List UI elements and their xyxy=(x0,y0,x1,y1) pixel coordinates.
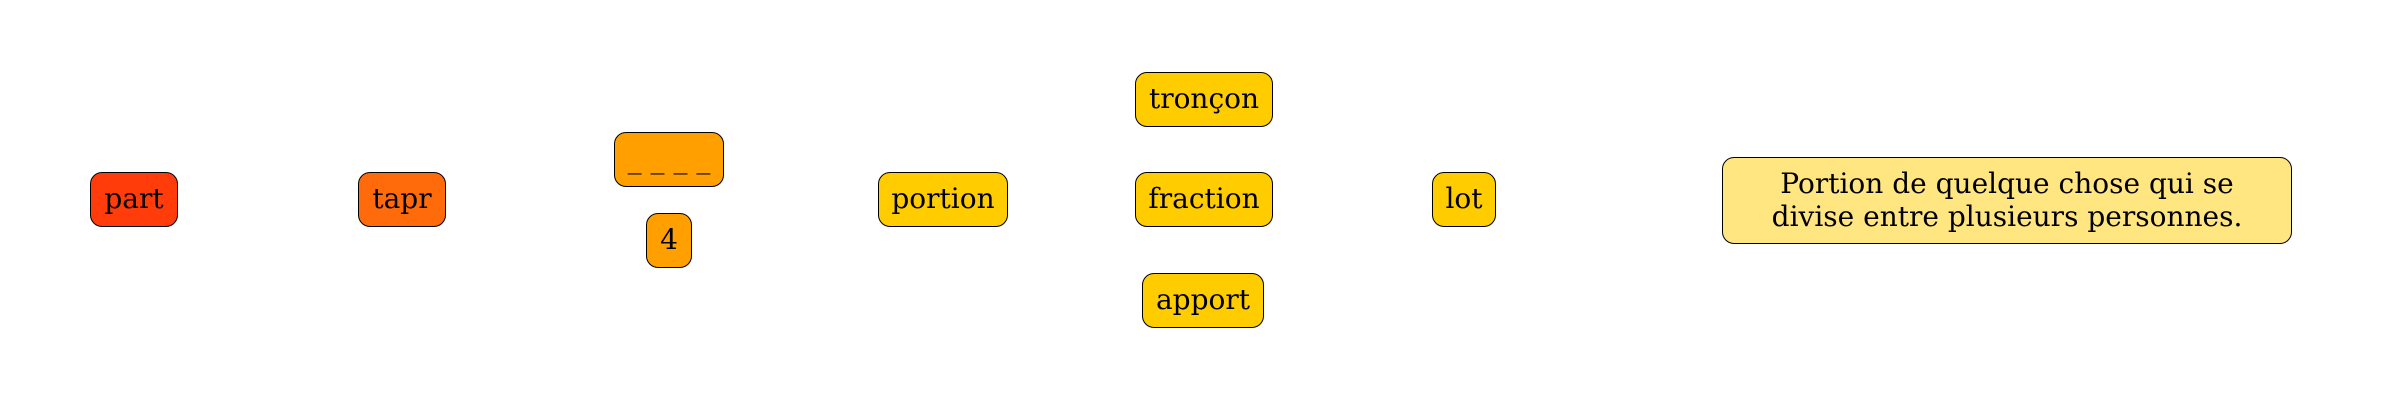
node-tapr-label: tapr xyxy=(372,182,432,216)
node-blank: _ _ _ _ xyxy=(614,132,724,187)
node-apport: apport xyxy=(1142,273,1264,328)
node-apport-label: apport xyxy=(1155,283,1251,317)
node-lot-label: lot xyxy=(1445,182,1483,216)
node-definition-label: Portion de quelque chose qui se divise e… xyxy=(1771,167,2243,233)
node-tapr: tapr xyxy=(358,172,446,227)
node-definition: Portion de quelque chose qui se divise e… xyxy=(1722,157,2292,244)
node-portion: portion xyxy=(878,172,1008,227)
node-blank-label: _ _ _ _ xyxy=(627,142,711,176)
node-fraction: fraction xyxy=(1135,172,1273,227)
node-part-label: part xyxy=(104,182,164,216)
node-portion-label: portion xyxy=(891,182,995,216)
node-four-label: 4 xyxy=(660,223,678,257)
node-fraction-label: fraction xyxy=(1148,182,1260,216)
node-troncon: tronçon xyxy=(1135,72,1273,127)
node-lot: lot xyxy=(1432,172,1496,227)
node-four: 4 xyxy=(646,213,692,268)
node-part: part xyxy=(90,172,178,227)
node-troncon-label: tronçon xyxy=(1148,82,1260,116)
